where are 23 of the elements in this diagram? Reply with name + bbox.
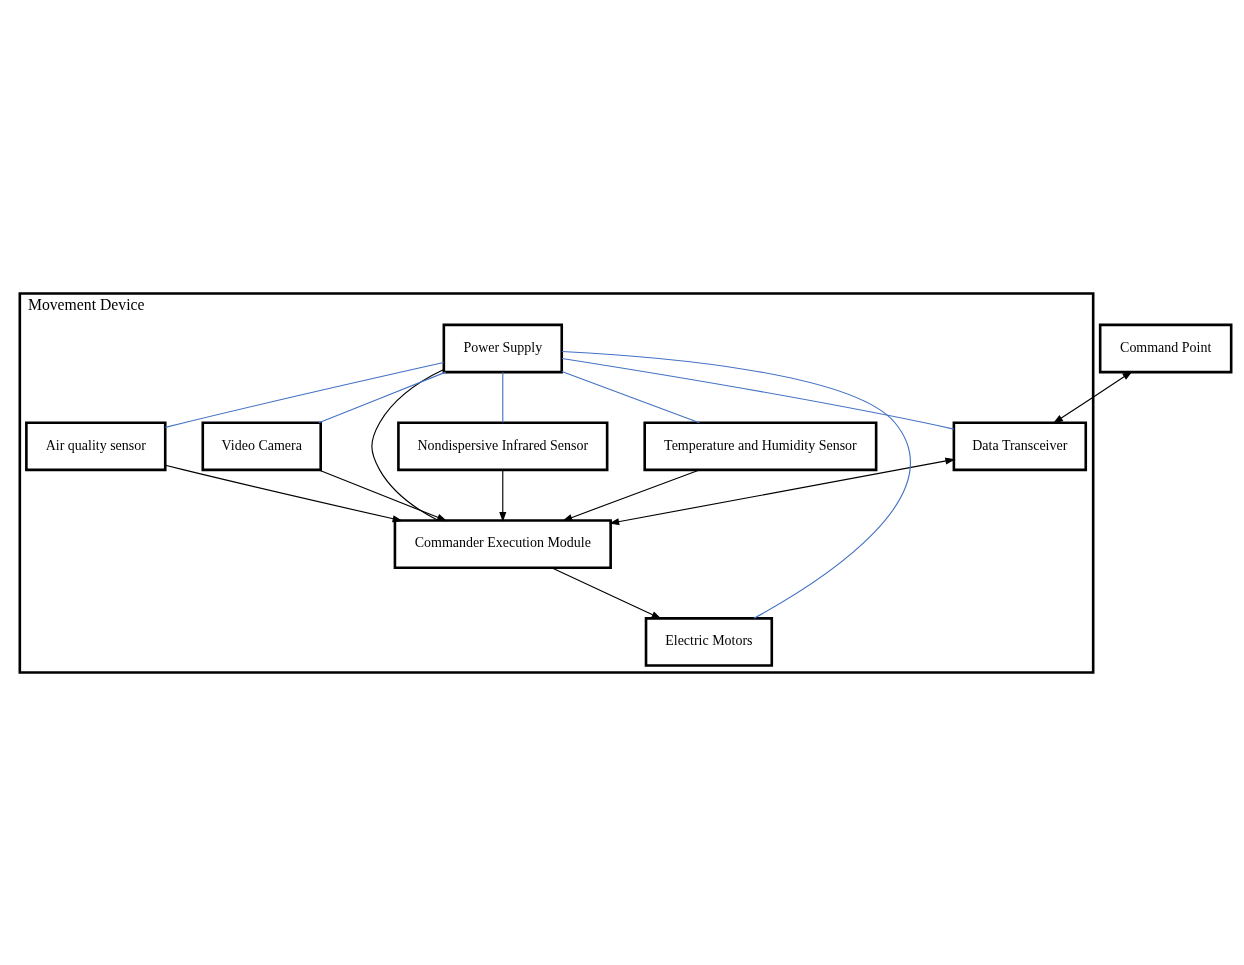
node-box: Nondispersive Infrared Sensor xyxy=(397,420,609,471)
node-box: Power Supply xyxy=(442,323,564,373)
connector xyxy=(561,357,955,430)
arrow xyxy=(499,468,507,522)
arrow xyxy=(609,457,956,525)
node-box: Air quality sensor xyxy=(25,420,167,471)
connector xyxy=(371,368,445,521)
connector xyxy=(164,361,445,428)
connector xyxy=(561,350,911,619)
arrow xyxy=(551,566,662,619)
connector xyxy=(318,371,447,423)
arrow xyxy=(164,464,403,522)
node-box: Command Point xyxy=(1098,323,1233,373)
node-box: Electric Motors xyxy=(644,616,774,667)
arrow xyxy=(318,468,448,521)
node-box: Data Transceiver xyxy=(952,420,1088,471)
node-box: Commander Execution Module xyxy=(393,518,612,569)
connector xyxy=(561,370,700,423)
node-box: Temperature and Humidity Sensor xyxy=(643,420,878,471)
arrow xyxy=(562,468,700,521)
node-box: Video Camera xyxy=(201,420,322,471)
arrow xyxy=(1052,370,1133,424)
connector xyxy=(502,371,504,423)
